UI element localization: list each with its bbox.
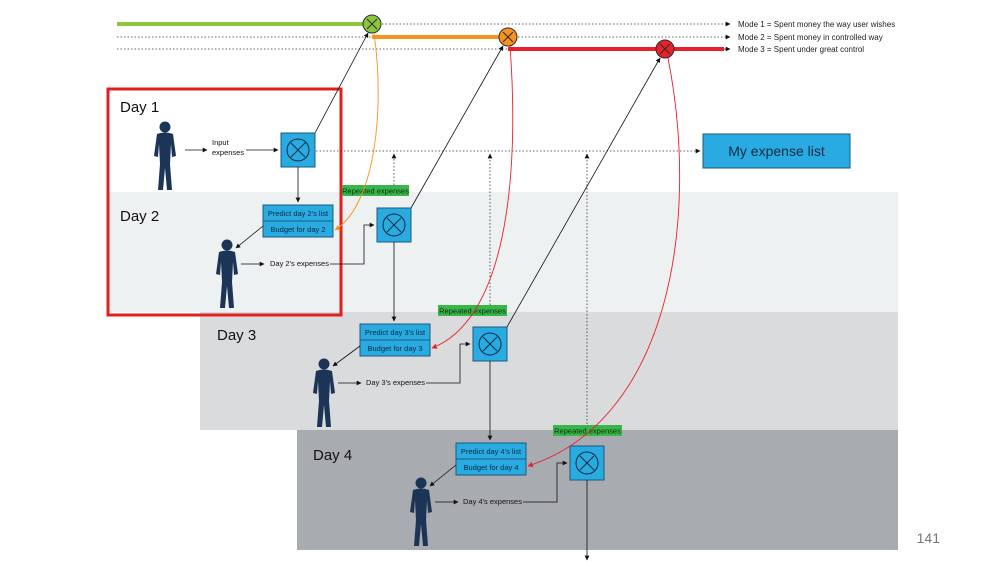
day1-input-label-line2: expenses bbox=[212, 148, 244, 157]
svg-text:Repeated expenses: Repeated expenses bbox=[439, 307, 506, 316]
budget-day2-label: Budget for day 2 bbox=[270, 225, 325, 234]
legend-mode3: Mode 3 = Spent under great control bbox=[738, 45, 864, 54]
svg-text:Repeated expenses: Repeated expenses bbox=[554, 427, 621, 436]
mode2-feedback-curve bbox=[431, 45, 514, 349]
my-expense-list-box: My expense list bbox=[702, 133, 851, 169]
mode1-feedback-curve bbox=[334, 32, 379, 231]
day1-day2-highlight-frame bbox=[106, 87, 343, 317]
day3-band bbox=[200, 312, 898, 430]
mode1-circle-icon bbox=[362, 14, 382, 34]
day4-multiply-box bbox=[569, 445, 605, 481]
day2-band bbox=[108, 192, 898, 312]
day4-box-to-person-arrow bbox=[429, 464, 457, 487]
day2-box-to-person-arrow bbox=[235, 225, 264, 249]
budget-day3-label: Budget for day 3 bbox=[367, 344, 422, 353]
predict-budget-box-day4: Predict day 4's list Budget for day 4 bbox=[455, 442, 527, 476]
day2-expenses-arrow bbox=[330, 222, 375, 265]
my-expense-list-label: My expense list bbox=[728, 143, 825, 159]
legend-mode2: Mode 2 = Spent money in controlled way bbox=[738, 33, 883, 42]
day3-expenses-arrow bbox=[426, 341, 471, 384]
day1-label: Day 1 bbox=[120, 99, 159, 116]
day3-label: Day 3 bbox=[217, 327, 256, 344]
page-number: 141 bbox=[917, 530, 941, 546]
day4-expenses-arrow bbox=[523, 460, 568, 503]
day2-label: Day 2 bbox=[120, 208, 159, 225]
predict-budget-box-day3: Predict day 3's list Budget for day 3 bbox=[359, 323, 431, 357]
predict-budget-box-day2: Predict day 2's list Budget for day 2 bbox=[262, 204, 334, 238]
predict-day3-label: Predict day 3's list bbox=[365, 328, 426, 337]
day3-expenses-label: Day 3's expenses bbox=[366, 378, 425, 387]
repeated-expenses-tag-day2: Repeated expenses bbox=[342, 185, 409, 196]
person-day1-icon bbox=[154, 121, 176, 190]
predict-day4-label: Predict day 4's list bbox=[461, 447, 522, 456]
legend-mode1: Mode 1 = Spent money the way user wishes bbox=[738, 20, 895, 29]
mode3-feedback-curve bbox=[527, 57, 681, 468]
mode2-circle-icon bbox=[498, 27, 518, 47]
budget-day4-label: Budget for day 4 bbox=[463, 463, 518, 472]
mode3-circle-icon bbox=[655, 39, 675, 59]
day4-label: Day 4 bbox=[313, 447, 352, 464]
day2-to-mode2-arrow bbox=[410, 45, 504, 209]
day1-input-label-line1: Input bbox=[212, 138, 230, 147]
day2-expenses-label: Day 2's expenses bbox=[270, 259, 329, 268]
day2-multiply-box bbox=[376, 207, 412, 243]
predict-day2-label: Predict day 2's list bbox=[268, 209, 329, 218]
day4-expenses-label: Day 4's expenses bbox=[463, 497, 522, 506]
day3-box-to-person-arrow bbox=[332, 345, 361, 367]
day1-to-mode1-arrow bbox=[314, 32, 369, 134]
day3-multiply-box bbox=[472, 326, 508, 362]
svg-text:Repeated expenses: Repeated expenses bbox=[342, 187, 409, 196]
day1-multiply-box bbox=[280, 132, 316, 168]
repeated-expenses-tag-day4: Repeated expenses bbox=[553, 425, 622, 436]
day3-to-mode3-arrow bbox=[506, 57, 661, 328]
repeated-expenses-tag-day3: Repeated expenses bbox=[438, 305, 507, 316]
